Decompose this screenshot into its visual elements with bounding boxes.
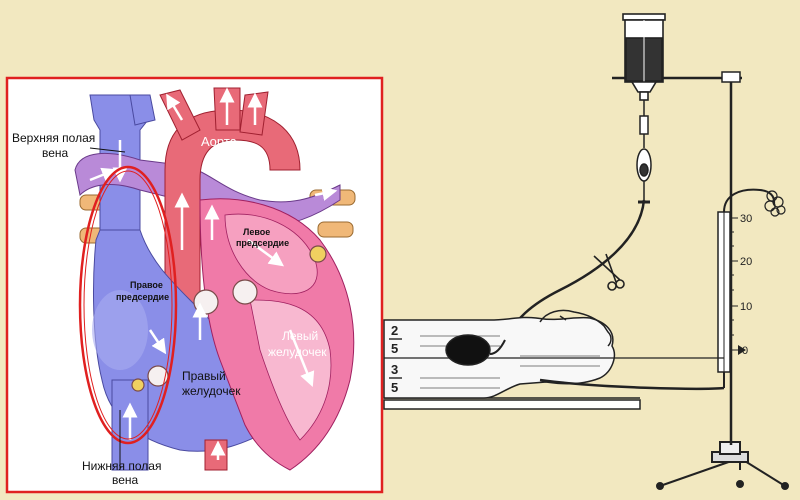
fraction-numerator: 2 bbox=[391, 323, 398, 338]
label-right-ventricle: Правый bbox=[182, 369, 226, 383]
heart-valves bbox=[131, 245, 327, 392]
drip-line bbox=[503, 100, 652, 341]
label-left-atrium: предсердие bbox=[236, 238, 289, 248]
label-left-ventricle: Левый bbox=[282, 329, 318, 343]
exam-table bbox=[383, 397, 641, 410]
tick-label: 20 bbox=[740, 256, 752, 268]
heart-illustration bbox=[74, 87, 356, 471]
manometer: 30 20 10 0 bbox=[717, 188, 786, 388]
zero-marker bbox=[738, 345, 746, 355]
tick-label: 10 bbox=[740, 301, 752, 313]
heart-labels: Верхняя полая вена Аорта Левое предсерди… bbox=[12, 131, 327, 487]
fraction-upper: 2 5 bbox=[389, 323, 402, 356]
label-right-atrium: Правое bbox=[130, 280, 163, 290]
stand-base bbox=[656, 441, 789, 490]
fraction-denominator: 5 bbox=[391, 341, 398, 356]
label-right-ventricle: желудочек bbox=[182, 384, 241, 398]
cotton-plug bbox=[764, 190, 786, 217]
label-svc: вена bbox=[42, 146, 69, 160]
heart-panel: Верхняя полая вена Аорта Левое предсерди… bbox=[5, 76, 384, 494]
pointer-line bbox=[89, 147, 126, 153]
saline-bottle bbox=[622, 13, 666, 101]
fraction-denominator: 5 bbox=[391, 380, 398, 395]
flow-arrows bbox=[89, 87, 338, 460]
tick-label: 30 bbox=[740, 213, 752, 225]
label-right-atrium: предсердие bbox=[116, 292, 169, 302]
tick-label: 0 bbox=[742, 345, 748, 357]
fraction-lower: 3 5 bbox=[389, 362, 402, 395]
label-left-atrium: Левое bbox=[243, 227, 270, 237]
patient-heart bbox=[445, 334, 491, 366]
fraction-numerator: 3 bbox=[391, 362, 398, 377]
label-left-ventricle: желудочек bbox=[268, 345, 327, 359]
tube-clamp bbox=[593, 253, 625, 291]
label-aorta: Аорта bbox=[201, 134, 238, 149]
label-ivc: вена bbox=[112, 473, 139, 487]
manometer-scale bbox=[730, 217, 738, 351]
label-ivc: Нижняя полая bbox=[82, 459, 161, 473]
patient-figure bbox=[383, 309, 725, 399]
right-atrium-highlight bbox=[78, 165, 178, 445]
venous-pressure-apparatus: 30 20 10 0 bbox=[383, 13, 789, 490]
label-svc: Верхняя полая bbox=[12, 131, 95, 145]
